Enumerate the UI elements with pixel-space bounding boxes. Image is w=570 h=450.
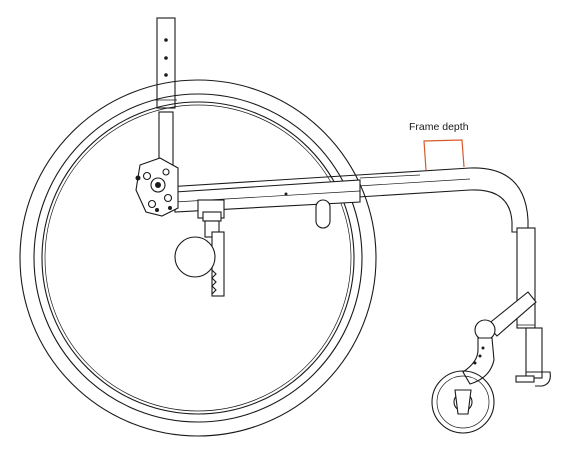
frame-depth-callout: Frame depth	[409, 121, 469, 171]
caster-wheel	[431, 370, 495, 434]
caster-fork	[462, 291, 537, 385]
axle-bracket	[135, 157, 179, 217]
frame-depth-bracket	[423, 139, 465, 171]
rear-wheel	[19, 79, 377, 437]
wheel-lock-assembly	[174, 199, 225, 297]
frame-depth-label: Frame depth	[409, 121, 469, 133]
frame-clamp	[315, 199, 331, 229]
